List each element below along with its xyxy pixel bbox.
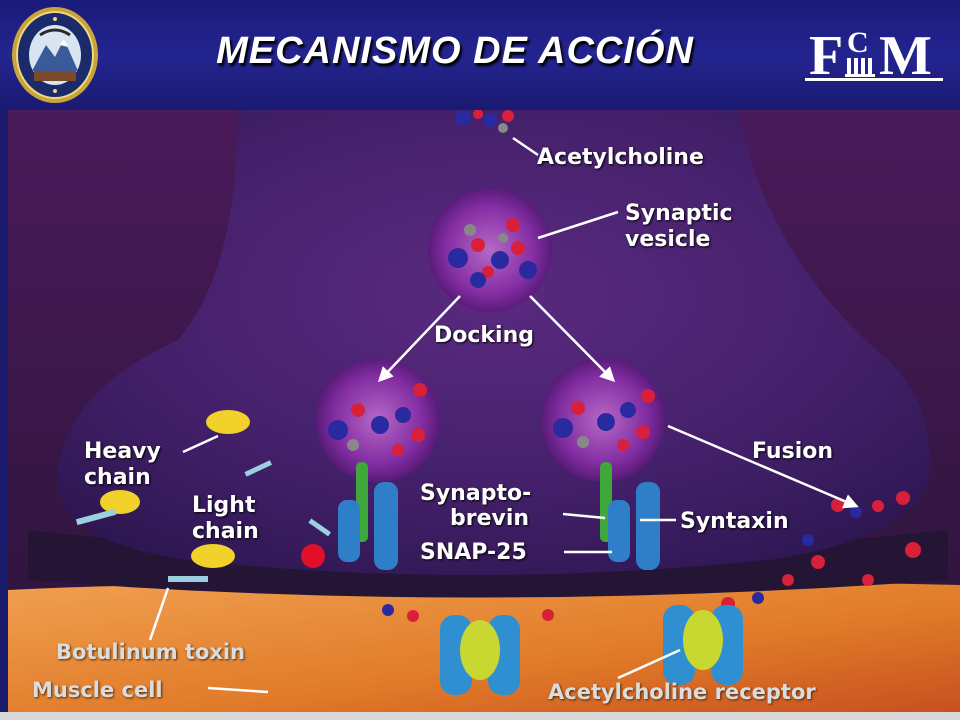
label-synaptobrevin-1: Synapto- — [420, 481, 532, 506]
snare-complex-left — [338, 462, 398, 570]
docking-vesicle-right — [541, 358, 665, 482]
university-seal-icon — [12, 7, 98, 103]
leader-lines — [148, 136, 859, 694]
docking-vesicle-left — [316, 358, 440, 482]
svg-text:M: M — [879, 25, 932, 84]
acetylcholine-molecule-top — [455, 110, 514, 133]
acetylcholine-receptor-left — [440, 615, 520, 695]
label-light-chain-1: Light — [192, 493, 256, 518]
label-heavy-chain-1: Heavy — [84, 439, 161, 464]
page-title: MECANISMO DE ACCIÓN — [216, 30, 694, 72]
label-acetylcholine: Acetylcholine — [537, 145, 704, 170]
toxin-red-piece — [301, 544, 325, 568]
svg-text:C: C — [847, 26, 869, 59]
acetylcholine-receptor-right — [663, 605, 743, 685]
synaptic-vesicle-top — [428, 188, 552, 312]
label-light-chain-2: chain — [192, 519, 259, 544]
synapse-diagram — [8, 110, 960, 712]
fcm-logo-icon: F C M — [805, 25, 943, 84]
label-snap25: SNAP-25 — [420, 540, 527, 565]
label-syntaxin: Syntaxin — [680, 509, 789, 534]
released-acetylcholine — [382, 491, 921, 622]
slide-header: MECANISMO DE ACCIÓN F C M — [0, 0, 960, 110]
botulinum-toxin-heavy-chain — [100, 410, 250, 568]
label-botulinum-toxin: Botulinum toxin — [56, 640, 246, 664]
nerve-terminal-shape — [57, 110, 930, 575]
label-synaptic-vesicle-1: Synaptic — [625, 201, 733, 226]
label-heavy-chain-2: chain — [84, 465, 151, 490]
label-fusion: Fusion — [752, 439, 834, 464]
label-ach-receptor: Acetylcholine receptor — [548, 680, 816, 704]
label-synaptobrevin-2: brevin — [450, 506, 530, 531]
botulinum-toxin-light-chain — [75, 460, 331, 582]
label-docking: Docking — [434, 323, 534, 348]
bottom-strip — [0, 712, 960, 720]
snare-complex-right — [600, 462, 660, 570]
label-synaptic-vesicle-2: vesicle — [625, 227, 711, 252]
svg-text:F: F — [809, 25, 843, 84]
label-muscle-cell: Muscle cell — [32, 678, 163, 702]
